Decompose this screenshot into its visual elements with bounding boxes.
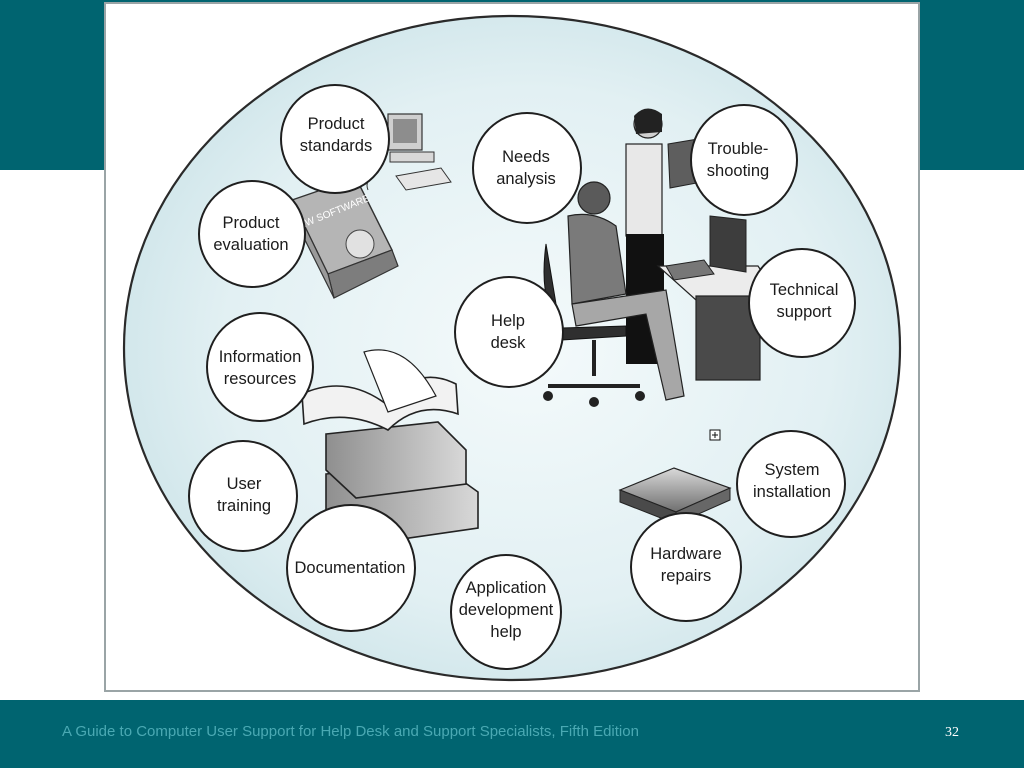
node-application-development-help	[450, 554, 562, 670]
label-product-evaluation: Product evaluation	[213, 214, 289, 254]
label-information-resources: Information resources	[218, 348, 302, 388]
label-technical-support: Technical support	[769, 281, 839, 321]
node-user-training	[188, 440, 298, 552]
label-system-installation: System installation	[753, 461, 831, 501]
node-system-installation	[736, 430, 846, 538]
node-troubleshooting	[690, 104, 798, 216]
footer-title: A Guide to Computer User Support for Hel…	[62, 723, 639, 740]
slide-footer-band	[0, 700, 1024, 768]
node-documentation	[286, 504, 416, 632]
label-product-standards: Product standards	[299, 115, 373, 155]
node-help-desk	[454, 276, 564, 388]
node-information-resources	[206, 312, 314, 422]
label-troubleshooting: Trouble- shooting	[706, 140, 770, 180]
label-documentation: Documentation	[294, 559, 406, 577]
label-needs-analysis: Needs analysis	[496, 148, 556, 188]
label-user-training: User training	[216, 475, 272, 515]
label-help-desk: Help desk	[490, 312, 526, 352]
support-functions-figure: NEW SOFTWARE	[104, 2, 920, 692]
label-hardware-repairs: Hardware repairs	[650, 545, 722, 585]
desktop-computer-illustration	[366, 113, 452, 191]
node-product-evaluation	[198, 180, 306, 288]
slide-number: 32	[945, 725, 959, 740]
node-needs-analysis	[472, 112, 582, 224]
node-technical-support	[748, 248, 856, 358]
books-illustration	[301, 349, 479, 545]
label-application-development-help: Application development help	[458, 579, 554, 641]
node-product-standards	[280, 84, 390, 194]
node-hardware-repairs	[630, 512, 742, 622]
